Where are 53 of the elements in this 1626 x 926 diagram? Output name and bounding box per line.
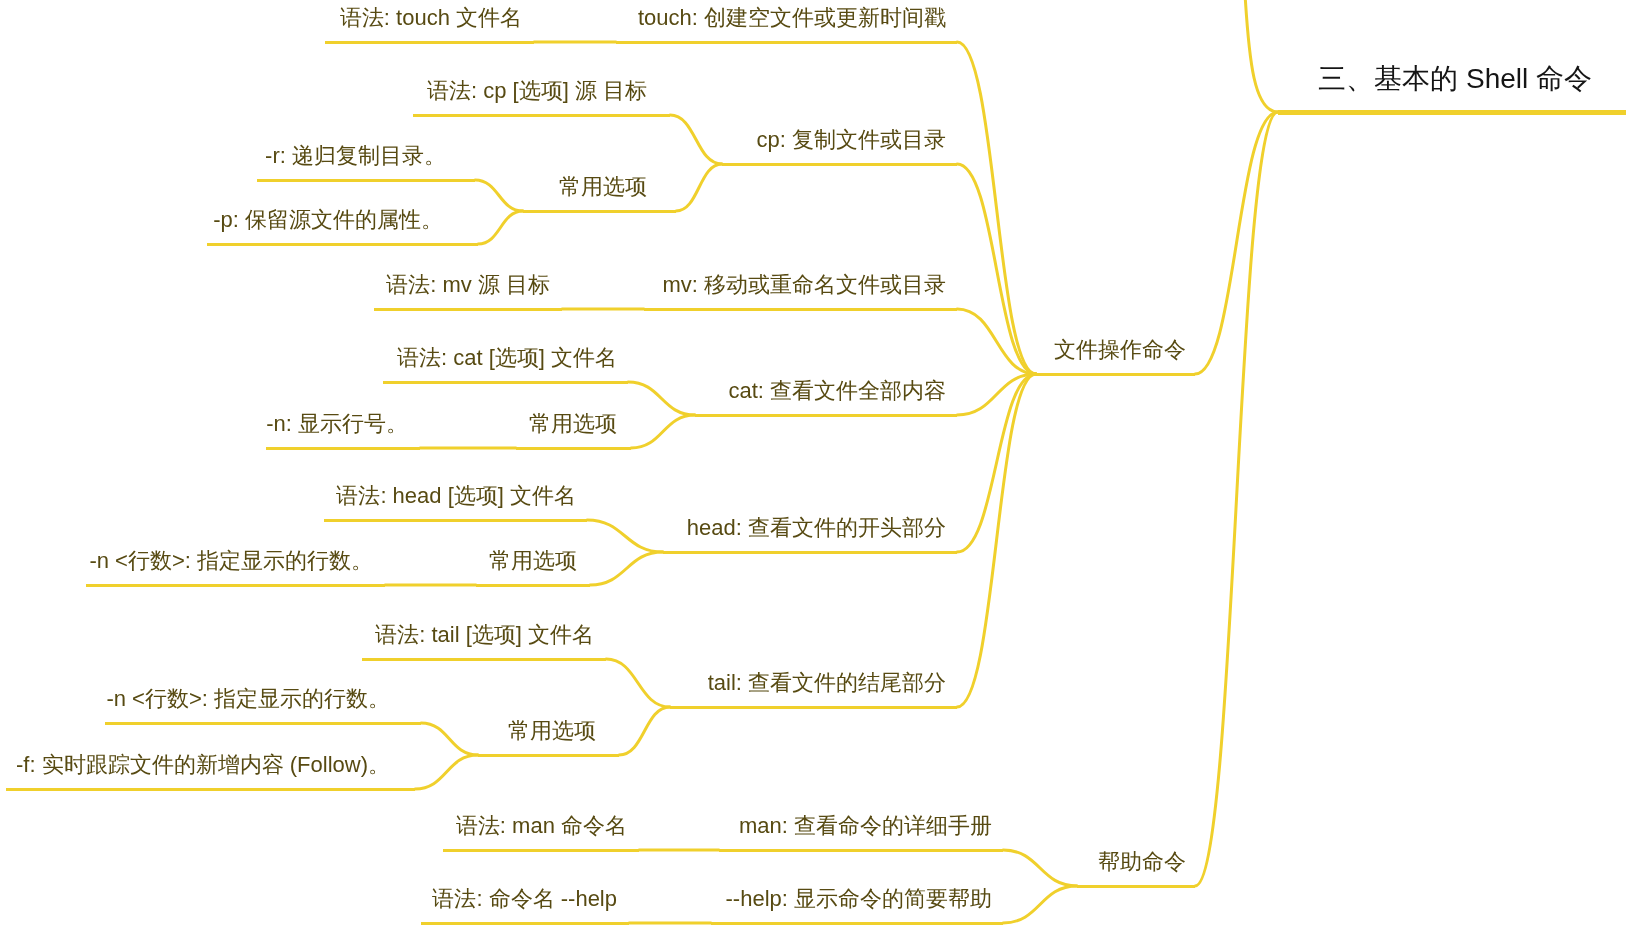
connector-line [955,307,1038,376]
connector-line [588,550,665,587]
connector-line [668,113,724,166]
connector-line [604,657,672,709]
topic: tail: 查看文件的结尾部分 [670,668,957,709]
topic: cat: 查看文件全部内容 [695,376,957,417]
connector-line [418,446,518,450]
topic: 语法: head [选项] 文件名 [324,481,587,522]
topic: touch: 创建空文件或更新时间戳 [616,3,957,44]
connector-line [629,413,697,450]
connector-line [617,705,672,757]
connector-line [560,307,646,311]
connector-line [413,753,480,791]
connector-line [627,921,713,925]
connector-line [1001,884,1079,925]
topic: 常用选项 [476,546,590,587]
topic: head: 查看文件的开头部分 [663,513,957,554]
topic: 帮助命令 [1077,847,1195,888]
connector-line [532,40,618,44]
topic: -n <行数>: 指定显示的行数。 [86,546,385,587]
connector-line [383,583,478,587]
connector-line [955,372,1038,709]
topic: 语法: man 命令名 [443,811,639,852]
topic: -n: 显示行号。 [266,409,420,450]
topic: -n <行数>: 指定显示的行数。 [105,684,421,725]
topic: 语法: mv 源 目标 [374,270,562,311]
topic: --help: 显示命令的简要帮助 [711,884,1003,925]
topic: 常用选项 [516,409,631,450]
topic: -f: 实时跟踪文件的新增内容 (Follow)。 [6,750,415,791]
connector-line [1001,848,1079,888]
connector-line [1193,110,1280,888]
topic: 文件操作命令 [1036,335,1195,376]
topic: 语法: 命令名 --help [421,884,629,925]
topic: 常用选项 [523,172,676,213]
topic: cp: 复制文件或目录 [722,125,957,166]
topic: -p: 保留源文件的属性。 [207,205,478,246]
topic: 语法: cp [选项] 源 目标 [413,76,670,117]
connector-line [674,162,724,213]
connector-line [585,518,665,554]
topic: -r: 递归复制目录。 [257,141,475,182]
connector-line [476,209,525,246]
topic: 语法: touch 文件名 [325,3,534,44]
topic: 常用选项 [478,716,619,757]
topic: 语法: tail [选项] 文件名 [362,620,606,661]
topic: mv: 移动或重命名文件或目录 [644,270,957,311]
central-topic: 三、基本的 Shell 命令 [1278,60,1626,115]
connector-line [626,380,697,417]
connector-line [473,178,525,213]
connector-line [1243,0,1280,114]
topic: 语法: cat [选项] 文件名 [383,343,628,384]
connector-line [637,848,721,852]
connector-line [419,721,480,757]
topic: man: 查看命令的详细手册 [719,811,1003,852]
